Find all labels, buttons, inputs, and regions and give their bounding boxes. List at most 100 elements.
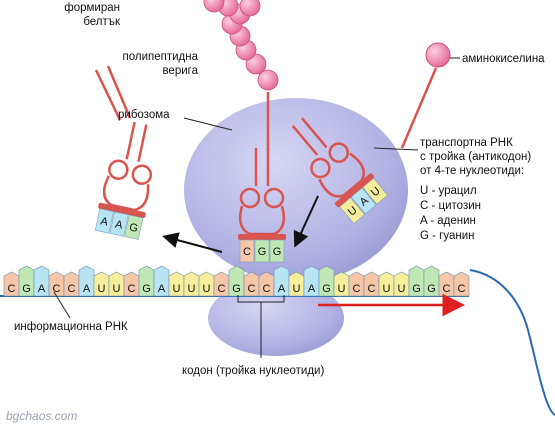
svg-text:A: A — [308, 283, 316, 295]
svg-text:C: C — [68, 283, 76, 295]
mrna-nucleotide: U — [93, 271, 110, 297]
mrna-nucleotide: G — [138, 265, 155, 297]
mrna-nucleotide: U — [333, 271, 350, 297]
mrna-nucleotide: C — [63, 271, 80, 297]
mrna-nucleotide: U — [288, 271, 305, 297]
svg-text:U: U — [188, 283, 196, 295]
anticodon-nucleotide: U — [362, 177, 388, 205]
watermark: bgchaos.com — [6, 409, 77, 423]
svg-text:U: U — [293, 283, 301, 295]
svg-text:U: U — [383, 283, 391, 295]
svg-text:G: G — [412, 283, 421, 295]
label-mrna: информационна РНК — [14, 321, 128, 333]
svg-text:A: A — [114, 218, 124, 231]
mrna-nucleotide: G — [408, 265, 425, 297]
mrna-nucleotide: U — [168, 271, 185, 297]
mrna-nucleotide: G — [423, 265, 440, 297]
mrna-nucleotide: G — [18, 265, 35, 297]
mrna-nucleotide: C — [348, 271, 365, 297]
anticodon-nucleotide: A — [94, 208, 114, 234]
mrna-leader — [53, 291, 71, 319]
label-codon: кодон (тройка нуклеотиди) — [182, 365, 324, 377]
mrna-nucleotide: U — [108, 271, 125, 297]
trna-left-arm — [94, 65, 132, 121]
anticodon-nucleotide: U — [339, 197, 366, 224]
anticodon-nucleotide: G — [254, 239, 270, 263]
svg-text:C: C — [248, 283, 256, 295]
svg-text:G: G — [232, 283, 241, 295]
svg-text:U: U — [98, 283, 106, 295]
anticodon-nucleotide: A — [109, 211, 129, 237]
mrna-nucleotide: C — [3, 271, 20, 297]
svg-text:C: C — [443, 283, 451, 295]
mrna-nucleotide: A — [78, 265, 95, 297]
mrna-nucleotide: G — [228, 265, 245, 297]
mrna-nucleotide: U — [183, 271, 200, 297]
trna-enter-arrow — [293, 195, 319, 248]
legend-item: G - гуанин — [420, 230, 475, 242]
svg-text:C: C — [458, 283, 466, 295]
svg-text:U: U — [173, 283, 181, 295]
mrna-nucleotide: G — [318, 265, 335, 297]
nucleotide-legend: U - урацил C - цитозин A - аденин G - гуани… — [420, 185, 481, 242]
amino-acid-stem — [400, 67, 438, 149]
legend-item: U - урацил — [420, 185, 477, 197]
anticodon-nucleotide: G — [124, 214, 144, 240]
mrna-nucleotide: C — [363, 271, 380, 297]
svg-text:A: A — [158, 283, 166, 295]
trna-leader — [373, 147, 419, 151]
svg-text:A: A — [38, 283, 46, 295]
codon-bracket — [237, 295, 285, 358]
mrna-nucleotide: U — [393, 271, 410, 297]
svg-text:U: U — [338, 283, 346, 295]
legend-item: A - аденин — [420, 215, 476, 227]
ribosome-leader — [183, 117, 233, 131]
mrna-nucleotide: C — [123, 271, 140, 297]
mrna-nucleotide: C — [48, 271, 65, 297]
amino-acid-bead — [203, 0, 225, 13]
svg-text:C: C — [128, 283, 136, 295]
mrna-nucleotide: U — [198, 271, 215, 297]
svg-text:A: A — [278, 283, 286, 295]
amino-acid-bead — [425, 42, 451, 68]
ribosome — [184, 98, 408, 356]
amino-acid-bead — [257, 69, 279, 91]
svg-text:G: G — [22, 283, 31, 295]
svg-text:A: A — [99, 215, 109, 228]
svg-text:C: C — [8, 283, 16, 295]
anticodon-nucleotide: C — [239, 239, 255, 263]
mrna-nucleotide: A — [273, 265, 290, 297]
anticodon-nucleotide: G — [269, 239, 285, 263]
svg-text:G: G — [128, 221, 139, 235]
mrna-nucleotide: C — [243, 271, 260, 297]
ribosome-small-subunit — [208, 280, 344, 356]
mrna-tail — [469, 269, 555, 416]
svg-text:G: G — [273, 246, 282, 258]
trna-right: UAU — [291, 117, 388, 224]
svg-text:C: C — [243, 246, 251, 258]
svg-text:G: G — [322, 283, 331, 295]
svg-text:G: G — [142, 283, 151, 295]
mrna-nucleotide: U — [378, 271, 395, 297]
svg-text:C: C — [53, 283, 61, 295]
legend-item: C - цитозин — [420, 200, 481, 212]
svg-text:C: C — [353, 283, 361, 295]
amino-acid-bead — [239, 0, 261, 17]
svg-text:U: U — [113, 283, 121, 295]
svg-text:G: G — [258, 246, 267, 258]
mrna-nucleotide: C — [213, 271, 230, 297]
mrna-nucleotide: A — [153, 265, 170, 297]
polypeptide-chain — [203, 0, 279, 150]
mrna-nucleotide: C — [258, 271, 275, 297]
mrna-nucleotide: C — [453, 271, 470, 297]
label-amino-acid: аминокиселина — [462, 53, 545, 65]
svg-text:A: A — [83, 283, 91, 295]
svg-text:C: C — [263, 283, 271, 295]
svg-text:G: G — [427, 283, 436, 295]
